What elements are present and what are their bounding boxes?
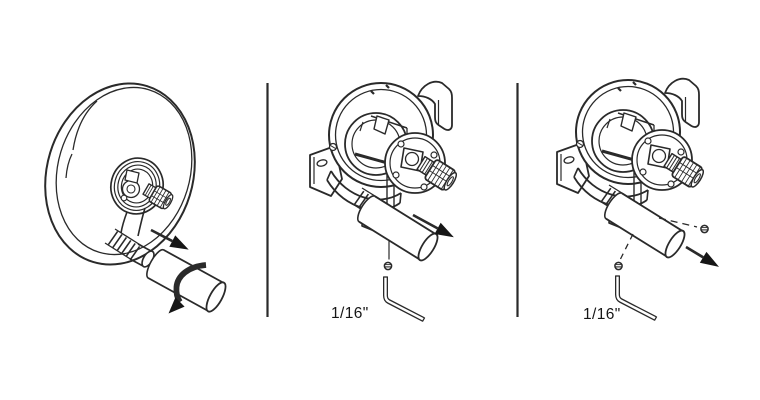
setscrew-leader-line-dashed [658,217,698,228]
wrench-size-label: 1/16" [583,306,621,323]
setscrew-icon [383,261,393,271]
rough-in-valve-illustration [308,80,461,265]
hex-wrench-icon [615,276,657,321]
setscrew-leader-line-dashed [619,233,634,260]
panel-step-3: 1/16" [555,77,723,323]
plate-stem-illustration [142,183,174,210]
rough-in-valve-illustration [555,77,708,262]
panel-step-1 [44,82,227,314]
threaded-nipple-illustration [104,228,155,268]
setscrew-icon [700,224,709,234]
wrench-size-label: 1/16" [331,305,369,322]
plate-neck-illustration [120,207,146,237]
hex-wrench-icon [383,277,425,322]
pull-direction-arrow-icon [412,213,457,243]
pull-direction-arrow-icon [685,245,723,273]
setscrew-icon [614,261,623,271]
panel-step-2: 1/16" [308,80,461,322]
trim-sleeve-illustration [146,248,227,313]
pull-direction-arrow-icon [150,228,192,256]
rotate-sleeve-arrow-icon [168,262,207,314]
